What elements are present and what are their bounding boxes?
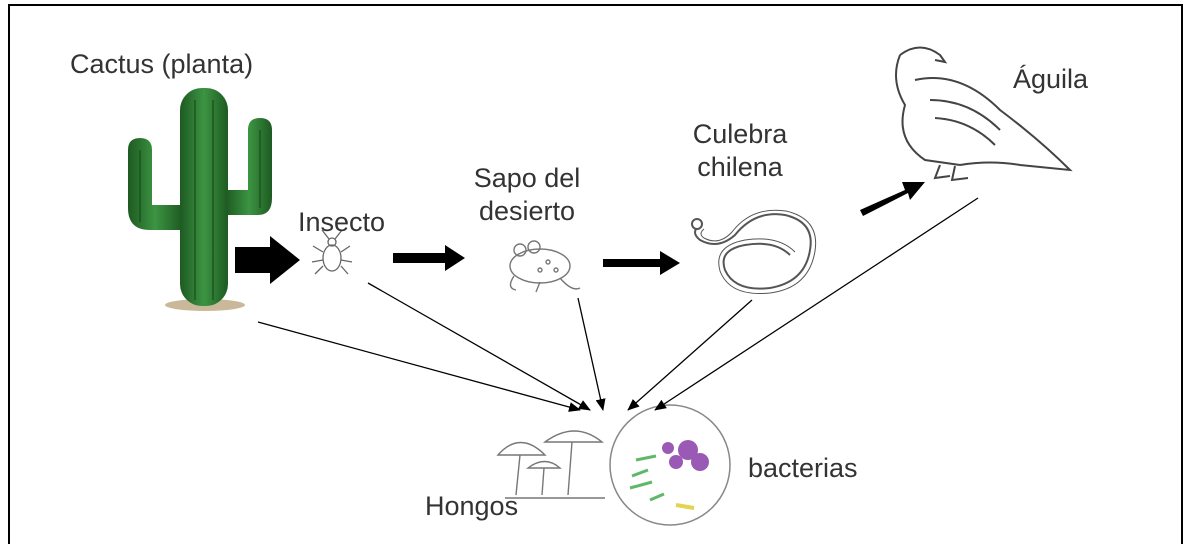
label-culebra-line1: Culebra — [692, 119, 788, 149]
bacteria-dish — [609, 404, 731, 526]
snake-illustration — [691, 209, 817, 295]
label-sapo-line2: desierto — [478, 196, 576, 226]
label-culebra-line2: chilena — [697, 152, 783, 182]
arrow-sapo-to-decomposers — [577, 297, 606, 411]
arrow-culebra-to-decomposers — [627, 299, 753, 411]
food-chain-arrows — [235, 182, 925, 284]
arrow-insect-to-decomposers — [367, 282, 591, 411]
cactus-illustration — [128, 88, 272, 311]
eagle-illustration — [895, 46, 1073, 182]
food-chain-diagram — [128, 46, 1073, 526]
arrow-culebra-to-aguila — [860, 182, 925, 216]
label-insecto: Insecto — [298, 207, 386, 237]
insect-illustration — [311, 229, 353, 275]
decomposer-arrows — [257, 197, 979, 412]
label-culebra: Culebra chilena — [680, 118, 800, 184]
label-bacterias: bacterias — [748, 453, 858, 483]
arrow-sapo-to-culebra — [603, 251, 680, 275]
label-sapo: Sapo del desierto — [452, 162, 602, 228]
arrow-cactus-to-insect — [235, 236, 300, 284]
arrow-cactus-to-decomposers — [257, 321, 581, 412]
label-sapo-line1: Sapo del — [473, 163, 581, 193]
mushrooms-illustration — [496, 430, 605, 499]
diagram-frame — [8, 4, 1183, 544]
arrow-aguila-to-decomposers — [654, 197, 979, 411]
toad-illustration — [509, 240, 581, 293]
label-aguila: Águila — [1013, 64, 1089, 94]
label-hongos: Hongos — [425, 491, 519, 521]
label-cactus: Cactus (planta) — [70, 49, 254, 79]
arrow-insect-to-sapo — [393, 245, 465, 271]
